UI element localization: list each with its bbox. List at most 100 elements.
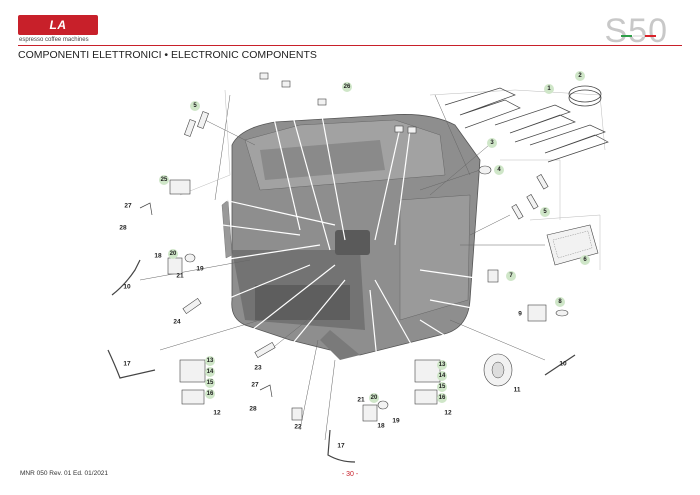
svg-text:10: 10 [123,284,131,291]
svg-text:6: 6 [583,257,587,263]
part-heating-elements [444,87,609,163]
callout-28a: 28 [119,225,127,232]
svg-text:18: 18 [377,423,385,430]
callout-13a: 13 [205,356,215,366]
part-pump-8 [527,304,569,322]
callout-19a: 19 [196,266,204,273]
svg-text:22: 22 [294,424,302,431]
svg-text:18: 18 [154,253,162,260]
svg-text:21: 21 [357,397,365,404]
callout-2: 2 [575,71,585,81]
svg-text:19: 19 [196,266,204,273]
callout-17a: 17 [123,361,131,368]
callout-18a: 18 [154,253,162,260]
callout-10b: 10 [559,361,567,368]
svg-text:3: 3 [490,140,494,146]
callout-15b: 15 [437,382,447,392]
part-valve-left [179,359,206,405]
document-reference: MNR 050 Rev. 01 Ed. 01/2021 [20,470,109,477]
part-fitting-22 [291,407,303,421]
part-sensors-26 [259,72,417,134]
part-coil-2 [568,85,602,107]
leader-lines [139,79,546,441]
svg-text:15: 15 [439,384,446,390]
section-title: COMPONENTI ELETTRONICI • ELECTRONIC COMP… [18,49,317,61]
page-number: - 30 - [341,471,359,478]
flag-white [633,35,644,37]
svg-text:17: 17 [123,361,131,368]
svg-text:15: 15 [207,380,214,386]
part-control-box-25 [169,179,191,195]
svg-text:27: 27 [124,203,132,210]
svg-text:27: 27 [251,382,259,389]
dashed-frames [179,89,606,270]
part-display-board-6 [546,224,599,266]
callout-19b: 19 [392,418,400,425]
model-name: S50 [604,12,668,50]
brand-tagline: espresso coffee machines [19,37,89,43]
svg-text:7: 7 [509,273,513,279]
svg-text:14: 14 [207,369,214,375]
part-probe-23 [254,341,276,359]
callout-14b: 14 [437,371,447,381]
svg-text:21: 21 [176,273,184,280]
svg-text:12: 12 [444,410,452,417]
callout-25: 25 [159,175,169,185]
header-rule [18,45,682,46]
svg-text:19: 19 [392,418,400,425]
callout-13b: 13 [437,360,447,370]
svg-text:14: 14 [439,373,446,379]
callout-11: 11 [514,387,521,394]
svg-text:9: 9 [518,311,522,318]
svg-text:20: 20 [371,395,378,401]
svg-text:1: 1 [547,86,551,92]
svg-text:13: 13 [207,358,214,364]
part-switch-7 [487,269,499,283]
part-connector-27 [139,202,273,398]
svg-text:12: 12 [213,410,221,417]
callout-1: 1 [544,84,554,94]
callout-20b: 20 [369,393,379,403]
part-transformer-11 [483,353,513,387]
flag-red [645,35,656,37]
callout-10a: 10 [123,284,131,291]
svg-text:25: 25 [161,177,168,183]
callout-5a: 5 [190,101,200,111]
callout-5b: 5 [540,207,550,217]
part-sensor-4 [478,165,492,175]
callout-9: 9 [518,311,522,318]
callout-22: 22 [294,424,302,431]
part-resistors-5 [184,111,549,220]
part-valve-right [414,359,441,405]
svg-text:23: 23 [254,365,262,372]
svg-text:5: 5 [193,103,197,109]
callout-17b: 17 [337,443,345,450]
callout-15a: 15 [205,378,215,388]
part-relay-right [362,400,389,422]
callout-21b: 21 [357,397,365,404]
callout-28b: 28 [249,406,257,413]
svg-text:20: 20 [170,251,177,257]
callout-27a: 27 [124,203,132,210]
callout-3: 3 [487,138,497,148]
svg-text:8: 8 [558,299,562,305]
callout-21a: 21 [176,273,184,280]
svg-text:26: 26 [344,84,351,90]
callout-24: 24 [173,319,181,326]
svg-text:16: 16 [207,391,214,397]
svg-text:24: 24 [173,319,181,326]
callout-26: 26 [342,82,352,92]
callout-16b: 16 [437,393,447,403]
callout-4: 4 [494,165,504,175]
svg-text:5: 5 [543,209,547,215]
svg-text:28: 28 [119,225,127,232]
part-cables [107,259,576,463]
callout-12b: 12 [444,410,452,417]
callout-14a: 14 [205,367,215,377]
svg-text:10: 10 [559,361,567,368]
callout-27b: 27 [251,382,259,389]
svg-text:13: 13 [439,362,446,368]
svg-text:11: 11 [514,387,521,394]
svg-text:28: 28 [249,406,257,413]
